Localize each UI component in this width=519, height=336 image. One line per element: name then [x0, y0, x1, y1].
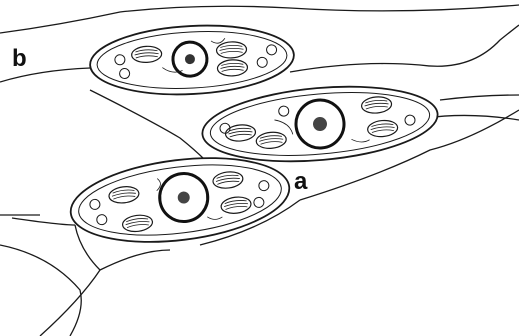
label-b: b	[12, 47, 27, 71]
label-a: a	[294, 170, 307, 194]
cell-a	[66, 147, 294, 253]
cell-b	[88, 21, 295, 100]
cell-middle	[199, 78, 440, 170]
